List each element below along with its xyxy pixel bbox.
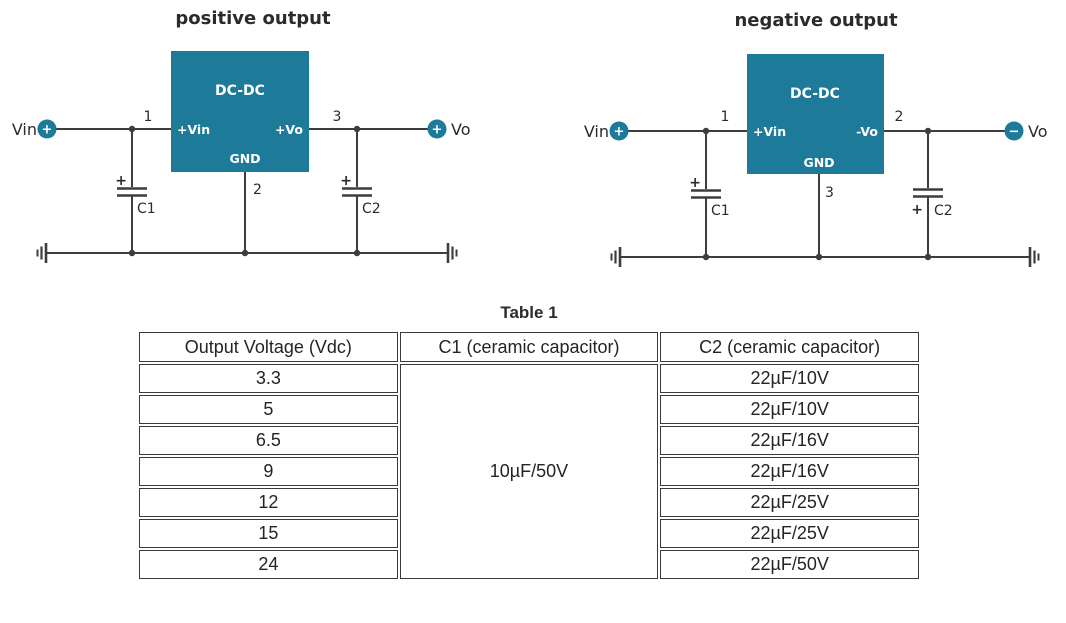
header-c2: C2 (ceramic capacitor) xyxy=(660,332,919,362)
ground-symbol-left xyxy=(610,247,622,267)
c2-polarity-sign: + xyxy=(340,173,352,189)
vo-polarity-sign: + xyxy=(432,123,443,138)
pin-number-3: 3 xyxy=(825,185,834,201)
c2-value-cell: 22µF/25V xyxy=(660,519,919,548)
junction-dots xyxy=(702,127,932,261)
vin-polarity-sign: + xyxy=(42,123,53,138)
junction-dots xyxy=(128,125,361,257)
capacitor-c1: + C1 xyxy=(689,175,729,219)
block-pin-gnd-label: GND xyxy=(229,151,260,166)
vin-terminal-plus-icon xyxy=(37,119,57,139)
ground-symbol-right xyxy=(1028,247,1040,267)
block-pin-vo-label: +Vo xyxy=(275,122,303,137)
block-pin-vo-label: -Vo xyxy=(856,124,878,139)
table-row: 3.3 10µF/50V 22µF/10V xyxy=(139,364,919,579)
positive-output-circuit-diagram: positive output DC-DC +Vin +Vo GND 1 3 2… xyxy=(12,8,471,263)
table-row: 15 22µF/25V xyxy=(139,519,919,548)
c1-polarity-sign: + xyxy=(689,175,701,191)
c1-value-cell: 10µF/50V xyxy=(399,364,659,579)
header-output-voltage: Output Voltage (Vdc) xyxy=(139,332,398,362)
pin-number-2: 2 xyxy=(253,182,262,198)
c2-label: C2 xyxy=(934,203,953,219)
vo-terminal-plus-icon xyxy=(427,119,447,139)
voltage-cell: 5 xyxy=(139,395,398,424)
dcdc-converter-block xyxy=(747,54,884,174)
voltage-cell: 3.3 xyxy=(139,364,398,393)
header-c1: C1 (ceramic capacitor) xyxy=(399,332,659,362)
vo-terminal-label: Vo xyxy=(1028,122,1048,141)
vo-polarity-sign: − xyxy=(1009,125,1020,140)
c1-polarity-sign: + xyxy=(115,173,127,189)
table-title: Table 1 xyxy=(500,303,558,322)
c2-value-cell: 22µF/16V xyxy=(660,457,919,486)
dcdc-block-label: DC-DC xyxy=(215,83,265,99)
circuit-title: negative output xyxy=(734,10,898,31)
table-row: 12 22µF/25V xyxy=(139,488,919,517)
table-row: 5 22µF/10V xyxy=(139,395,919,424)
dcdc-converter-block xyxy=(171,51,309,172)
voltage-cell: 6.5 xyxy=(139,426,398,455)
vin-terminal-plus-icon xyxy=(609,121,629,141)
c2-value-cell: 22µF/10V xyxy=(660,395,919,424)
block-pin-vin-label: +Vin xyxy=(753,124,786,139)
table-header-row: Output Voltage (Vdc) C1 (ceramic capacit… xyxy=(139,332,919,362)
c2-polarity-sign: + xyxy=(911,202,923,218)
pin-number-2: 2 xyxy=(895,109,904,125)
c1-label: C1 xyxy=(137,201,156,217)
voltage-cell: 15 xyxy=(139,519,398,548)
capacitor-selection-table: Output Voltage (Vdc) C1 (ceramic capacit… xyxy=(137,330,921,581)
wires xyxy=(620,130,1030,258)
dcdc-block-label: DC-DC xyxy=(790,86,840,102)
vo-terminal-minus-icon xyxy=(1004,121,1024,141)
voltage-cell: 12 xyxy=(139,488,398,517)
c2-label: C2 xyxy=(362,201,381,217)
voltage-cell: 9 xyxy=(139,457,398,486)
c2-value-cell: 22µF/25V xyxy=(660,488,919,517)
c2-value-cell: 22µF/50V xyxy=(660,550,919,579)
table-row: 24 22µF/50V xyxy=(139,550,919,579)
block-pin-vin-label: +Vin xyxy=(177,122,210,137)
voltage-cell: 24 xyxy=(139,550,398,579)
c2-value-cell: 22µF/10V xyxy=(660,364,919,393)
capacitor-c1: + C1 xyxy=(115,173,155,217)
wires xyxy=(46,128,448,254)
negative-output-circuit-diagram: negative output DC-DC +Vin -Vo GND 1 2 3… xyxy=(584,10,1048,267)
pin-number-1: 1 xyxy=(721,109,730,125)
block-pin-gnd-label: GND xyxy=(803,155,834,170)
circuit-title: positive output xyxy=(175,8,331,29)
vin-terminal-label: Vin xyxy=(12,120,37,139)
table-row: 6.5 22µF/16V xyxy=(139,426,919,455)
capacitor-selection-section: Table 1 Output Voltage (Vdc) C1 (ceramic… xyxy=(137,303,921,581)
capacitor-c2: + C2 xyxy=(340,173,380,217)
vin-terminal-label: Vin xyxy=(584,122,609,141)
table-row: 9 22µF/16V xyxy=(139,457,919,486)
vin-polarity-sign: + xyxy=(614,125,625,140)
pin-number-3: 3 xyxy=(333,109,342,125)
vo-terminal-label: Vo xyxy=(451,120,471,139)
pin-number-1: 1 xyxy=(144,109,153,125)
c1-label: C1 xyxy=(711,203,730,219)
capacitor-c2: + C2 xyxy=(911,188,953,219)
c2-value-cell: 22µF/16V xyxy=(660,426,919,455)
ground-symbol-left xyxy=(36,243,48,263)
ground-symbol-right xyxy=(446,243,458,263)
